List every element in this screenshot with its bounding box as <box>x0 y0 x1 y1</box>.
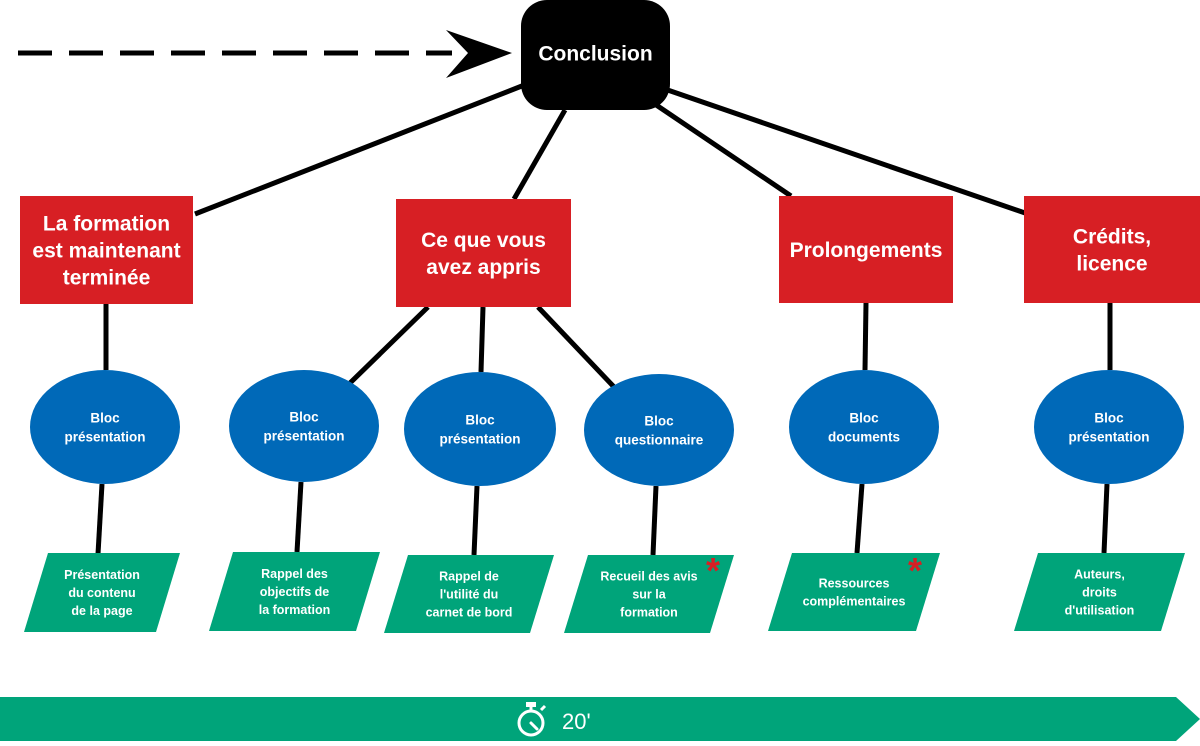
activity-node-shape <box>564 555 734 633</box>
connector-b2-a2 <box>294 481 304 553</box>
root-node-shape <box>521 0 670 110</box>
arrowhead-icon <box>446 30 512 78</box>
connector-root-s1 <box>194 79 533 217</box>
connector-s2-b2 <box>347 305 430 386</box>
connector-b4-a4 <box>650 485 659 556</box>
section-node-s4: Crédits,licence <box>1024 196 1200 303</box>
section-node-shape <box>396 199 571 307</box>
bloc-node-shape <box>30 370 180 484</box>
bloc-node-shape <box>404 372 556 486</box>
root-node-label: Conclusion <box>538 43 652 66</box>
root-node-conclusion: Conclusion <box>521 0 670 110</box>
connector-s2-b3 <box>478 306 486 373</box>
section-node-shape <box>1024 196 1200 303</box>
required-marker-icon: * <box>706 550 720 591</box>
connector-b5-a5 <box>854 483 865 554</box>
bloc-node-shape <box>1034 370 1184 484</box>
bloc-node-shape <box>229 370 379 482</box>
incoming-arrow <box>18 30 512 78</box>
activity-node-shape <box>24 553 180 632</box>
required-marker-icon: * <box>908 550 922 591</box>
connector-b3-a3 <box>471 485 480 556</box>
connector-root-s4 <box>655 83 1029 217</box>
timeline-duration: 20' <box>562 709 591 734</box>
bloc-node-shape <box>789 370 939 484</box>
connector-s3-b5 <box>862 302 869 371</box>
connector-b6-a6 <box>1101 483 1110 554</box>
timeline: 20' <box>0 697 1200 741</box>
activity-node-shape <box>768 553 940 631</box>
bloc-node-shape <box>584 374 734 486</box>
section-node-shape <box>779 196 953 303</box>
connector-s2-b4 <box>536 305 617 390</box>
activity-node-shape <box>384 555 554 633</box>
timeline-bar <box>0 697 1200 741</box>
section-node-shape <box>20 196 193 304</box>
activity-node-shape <box>1014 553 1185 631</box>
section-node-label: Prolongements <box>790 239 943 262</box>
stopwatch-icon <box>517 702 547 737</box>
connectors <box>95 79 1113 556</box>
activity-node-shape <box>209 552 380 631</box>
section-node-label: Crédits,licence <box>1073 226 1151 276</box>
connector-b1-a1 <box>95 483 105 555</box>
connector-root-s2 <box>511 108 568 201</box>
connector-root-s3 <box>632 87 793 199</box>
section-node-s3: Prolongements <box>779 196 953 303</box>
